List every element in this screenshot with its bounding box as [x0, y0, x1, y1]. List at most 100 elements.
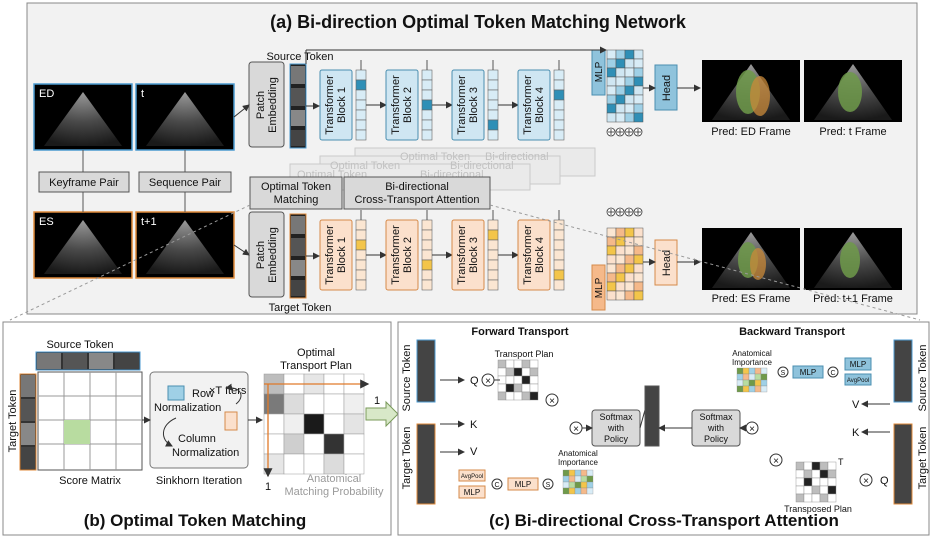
block-top-4-line-1: Transformer — [522, 75, 534, 135]
token-column-bottom-1 — [355, 219, 367, 291]
bwd-v: V — [852, 399, 860, 411]
bwd-mlp-1 — [844, 357, 872, 371]
block-bottom-2-line-2: Block 2 — [402, 237, 414, 273]
bwd-mult-1 — [859, 473, 873, 487]
block-bottom-4-line-1: Transformer — [522, 225, 534, 285]
fwd-avgpool — [458, 469, 486, 482]
plan-title-l1: Optimal — [297, 347, 335, 359]
otm-box — [249, 176, 343, 210]
patch-embedding-top-l1: Patch — [255, 91, 267, 119]
block-top-2-line-1: Transformer — [390, 75, 402, 135]
c-source-token-right: Source Token — [917, 344, 929, 411]
keyframe-pair-label: Keyframe Pair — [49, 177, 119, 189]
frame-t-label: t — [141, 88, 144, 100]
c-target-token-left: Target Token — [401, 427, 413, 490]
source-token-strip — [289, 63, 307, 149]
sum-nodes-top — [606, 127, 643, 137]
svg-text:×: × — [549, 396, 555, 407]
keyframe-pair-box — [38, 171, 130, 193]
frame-t: t — [135, 83, 235, 151]
bwd-mult-2 — [769, 453, 783, 467]
svg-text:×: × — [749, 424, 755, 435]
bwd-mlp-2 — [792, 365, 824, 379]
fwd-v: V — [470, 446, 478, 458]
mlp-bottom-label: MLP — [594, 277, 605, 298]
bwd-sigmoid — [777, 366, 789, 378]
block-bottom-4-line-2: Block 4 — [534, 237, 546, 273]
token-column-top-4 — [553, 69, 565, 141]
score-matrix-label: Score Matrix — [59, 475, 121, 487]
b-target-token-strip — [19, 373, 37, 471]
token-column-top-2 — [421, 69, 433, 141]
pred-ed-label: Pred: ED Frame — [711, 126, 790, 138]
c-source-token-left: Source Token — [401, 344, 413, 411]
pred-es-image — [702, 228, 800, 290]
block-top-4-line-2: Block 4 — [534, 87, 546, 123]
score-matrix — [37, 371, 143, 471]
fwd-sigmoid — [542, 478, 554, 490]
t-superscript: T — [838, 457, 844, 467]
transposed-plan-label: Transposed Plan — [784, 504, 852, 514]
block-top-3-line-2: Block 3 — [468, 87, 480, 123]
sequence-pair-label: Sequence Pair — [149, 177, 221, 189]
frame-ed: ED — [33, 83, 133, 151]
bwd-mlp-1-label: MLP — [850, 360, 866, 369]
c-target-strip-left — [416, 423, 436, 505]
fwd-concat-label: C — [494, 482, 499, 489]
b-source-token-strip — [35, 351, 141, 371]
frame-es: ES — [33, 211, 133, 279]
block-bottom-1-line-2: Block 1 — [336, 237, 348, 273]
col-norm-l1: Column — [178, 433, 216, 445]
fwd-mlp-2-label: MLP — [515, 480, 531, 489]
c-target-token-right: Target Token — [917, 427, 929, 490]
patch-embedding-bottom-l1: Patch — [255, 241, 267, 269]
b-source-token-label: Source Token — [46, 339, 113, 351]
row-norm-l1: Row — [192, 388, 214, 400]
pred-t1-label: Pred: t+1 Frame — [813, 293, 893, 305]
b-target-token-label: Target Token — [7, 390, 19, 453]
target-token-strip — [289, 213, 307, 299]
feature-grid-top — [606, 49, 644, 123]
bcta-box — [343, 176, 491, 210]
token-column-bottom-3 — [487, 219, 499, 291]
fwd-mlp-1-label: MLP — [464, 488, 480, 497]
amp-l2: Matching Probability — [284, 486, 384, 498]
axis-one-bottom: 1 — [265, 481, 271, 493]
forward-title: Forward Transport — [471, 326, 569, 338]
head-bottom-label: Head — [661, 250, 673, 276]
axis-one-top: 1 — [374, 395, 380, 407]
panel-b-title: (b) Optimal Token Matching — [84, 511, 307, 530]
block-top-1-line-1: Transformer — [324, 75, 336, 135]
feature-grid-bottom — [606, 227, 644, 301]
sequence-pair-box — [138, 171, 232, 193]
bridge-arrow — [365, 400, 399, 428]
fwd-softmax-l3: Policy — [604, 434, 629, 444]
block-top-1-line-2: Block 1 — [336, 87, 348, 123]
bwd-avgpool-label: AvgPool — [847, 378, 869, 384]
pred-es-label: Pred: ES Frame — [712, 293, 791, 305]
block-top-2-line-2: Block 2 — [402, 87, 414, 123]
bcta-label-l2: Cross-Transport Attention — [355, 194, 480, 206]
otm-label-l2: Matching — [274, 194, 319, 206]
mlp-bottom — [591, 264, 606, 311]
token-column-top-3 — [487, 69, 499, 141]
pred-t-label: Pred: t Frame — [819, 126, 886, 138]
transport-plan-matrix — [497, 359, 539, 401]
bwd-anat-l2: Importance — [732, 358, 773, 367]
c-source-strip-left — [416, 339, 436, 403]
bwd-q: Q — [880, 475, 889, 487]
fwd-anat-grid — [562, 469, 594, 495]
pred-t1-image — [804, 228, 902, 290]
bwd-k: K — [852, 427, 860, 439]
backward-title: Backward Transport — [739, 326, 845, 338]
fwd-mult-2 — [545, 393, 559, 407]
c-target-strip-right — [893, 423, 913, 505]
pred-t-image — [804, 60, 902, 122]
